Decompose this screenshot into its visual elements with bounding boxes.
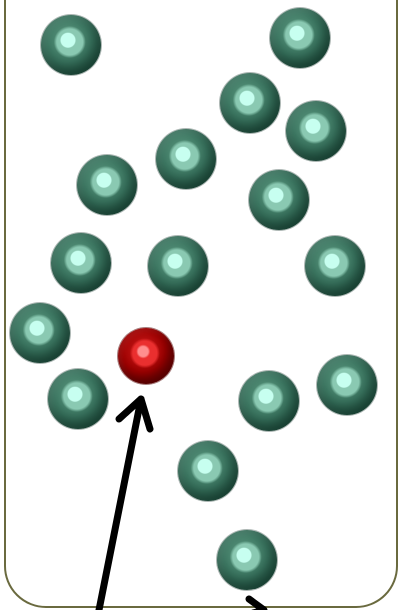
- green-ball[interactable]: [148, 236, 208, 296]
- green-ball[interactable]: [156, 129, 216, 189]
- green-ball[interactable]: [51, 233, 111, 293]
- green-ball[interactable]: [178, 441, 238, 501]
- green-ball[interactable]: [249, 170, 309, 230]
- green-ball[interactable]: [220, 73, 280, 133]
- green-ball[interactable]: [217, 530, 277, 590]
- green-ball[interactable]: [317, 355, 377, 415]
- green-ball[interactable]: [10, 303, 70, 363]
- green-ball[interactable]: [270, 8, 330, 68]
- green-ball[interactable]: [48, 369, 108, 429]
- green-ball[interactable]: [286, 101, 346, 161]
- green-ball[interactable]: [305, 236, 365, 296]
- board-frame: [4, 0, 398, 608]
- green-ball[interactable]: [239, 371, 299, 431]
- green-ball[interactable]: [77, 155, 137, 215]
- green-ball[interactable]: [41, 15, 101, 75]
- red-ball[interactable]: [118, 328, 174, 384]
